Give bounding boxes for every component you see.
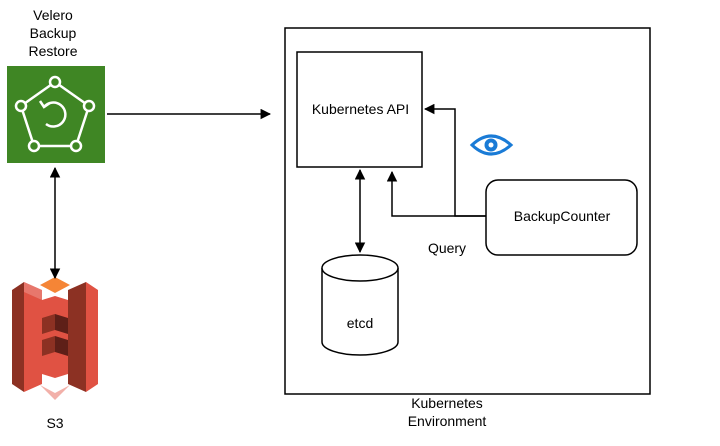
backup-counter-watch-arrow bbox=[423, 103, 486, 217]
etcd-label: etcd bbox=[346, 315, 374, 331]
etcd-cylinder bbox=[321, 254, 399, 356]
velero-label-line-2: Backup bbox=[29, 25, 77, 41]
aws-s3-bucket-icon bbox=[12, 277, 98, 400]
s3-label: S3 bbox=[46, 415, 64, 431]
kubernetes-environment-frame bbox=[284, 27, 651, 395]
velero-label: Velero Backup Restore bbox=[8, 6, 98, 60]
backup-counter-label: BackupCounter bbox=[513, 208, 611, 224]
environment-label-line-1: Kubernetes bbox=[411, 395, 483, 411]
eye-icon bbox=[469, 134, 514, 156]
backup-counter-box bbox=[485, 179, 638, 256]
velero-label-line-1: Velero bbox=[33, 7, 73, 23]
velero-backup-restore-icon bbox=[7, 66, 105, 163]
query-label: Query bbox=[427, 240, 467, 256]
velero-label-line-3: Restore bbox=[28, 43, 78, 59]
environment-label-line-2: Environment bbox=[407, 413, 487, 429]
kubernetes-api-box bbox=[296, 51, 423, 168]
kubernetes-api-label: Kubernetes API bbox=[311, 101, 410, 117]
backup-counter-query-arrow bbox=[386, 170, 486, 217]
kubernetes-environment-label: Kubernetes Environment bbox=[382, 394, 512, 430]
